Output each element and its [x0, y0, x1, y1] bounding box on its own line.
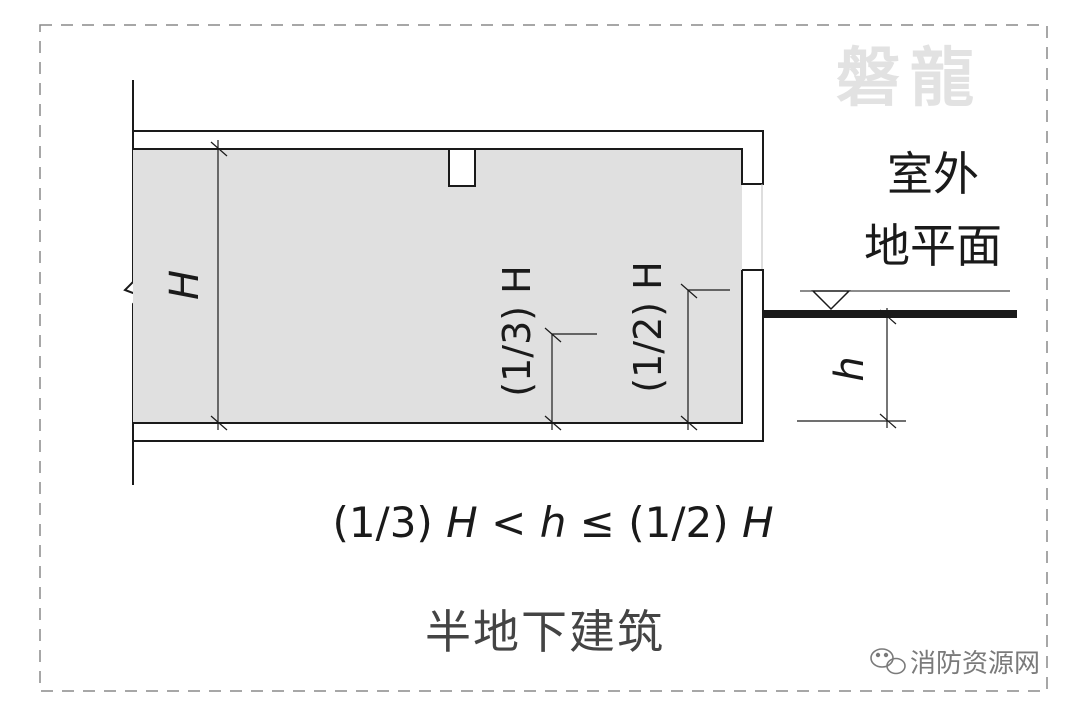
ceiling-slab: [133, 130, 764, 185]
formula-H1: H: [446, 498, 478, 547]
formula-h: h: [540, 498, 567, 547]
dim-h: [797, 308, 906, 429]
formula-lt: <: [491, 498, 526, 547]
label-one-half-H: (1/2) H: [626, 261, 670, 392]
credit-text: 消防资源网: [910, 649, 1040, 679]
label-one-third-H: (1/3) H: [495, 265, 539, 396]
outdoor-label-line1: 室外: [887, 147, 979, 201]
label-H: H: [162, 270, 208, 300]
room-interior: [133, 149, 742, 423]
dashed-frame: [39, 24, 1048, 692]
wechat-icon: [870, 648, 906, 675]
floor-slab: [133, 269, 764, 442]
dim-H: [210, 140, 228, 431]
beam-stub: [448, 148, 476, 187]
dim-one-half-H: [680, 283, 730, 431]
watermark: 磐龍: [836, 42, 984, 116]
caption: 半地下建筑: [425, 605, 665, 659]
ground-level-marker: [811, 290, 851, 311]
formula-left: (1/3): [332, 498, 432, 547]
formula-right: (1/2): [628, 498, 728, 547]
dim-one-third-H: [544, 327, 597, 431]
outdoor-label-line2: 地平面: [864, 219, 1002, 273]
formula-H2: H: [742, 498, 774, 547]
label-h: h: [827, 356, 873, 381]
formula: (1/3) H < h ≤ (1/2) H: [332, 498, 773, 547]
formula-le: ≤: [580, 498, 615, 547]
